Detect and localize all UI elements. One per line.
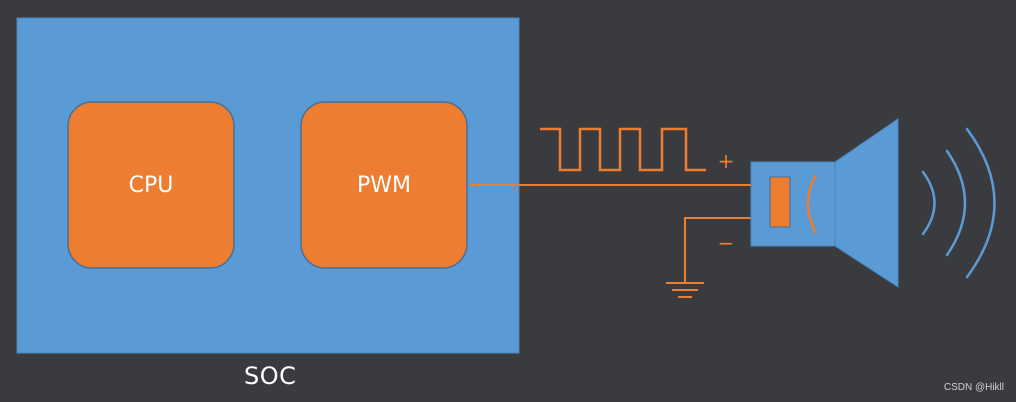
ground-wire [684, 217, 772, 283]
sound-waves-icon [921, 127, 996, 279]
cpu-label: CPU [129, 173, 174, 198]
cpu-block: CPU [67, 101, 235, 269]
square-wave-icon [540, 127, 706, 172]
plus-label: + [718, 149, 735, 173]
speaker-icon [750, 118, 899, 288]
minus-label: − [718, 231, 735, 255]
pwm-block: PWM [300, 101, 468, 269]
watermark: CSDN @Hikll [943, 382, 1004, 393]
soc-label: SOC [244, 362, 297, 390]
pwm-label: PWM [357, 173, 411, 198]
ground-symbol-icon [666, 282, 704, 298]
